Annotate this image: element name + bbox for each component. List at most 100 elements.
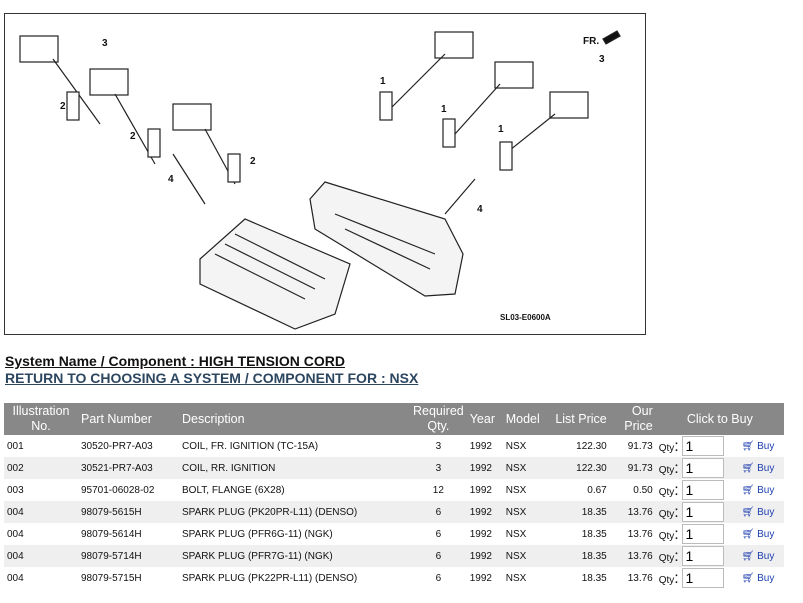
header-click-to-buy: Click to Buy — [655, 403, 784, 435]
table-row: 004 98079-5614H SPARK PLUG (PFR6G-11) (N… — [4, 523, 784, 545]
callout-3a: 3 — [102, 38, 108, 49]
model: NSX — [505, 528, 527, 540]
parts-diagram: 1 1 1 2 2 2 3 3 4 4 FR. SL03-E0600A — [4, 13, 646, 335]
qty-label: Qty: — [658, 438, 679, 455]
list-price: 18.35 — [548, 501, 610, 523]
description: BOLT, FLANGE (6X28) — [182, 484, 285, 496]
list-price: 122.30 — [576, 440, 607, 452]
buy-button[interactable]: 🛒︎ Buy — [741, 572, 775, 584]
buy-button[interactable]: 🛒︎ Buy — [738, 501, 784, 523]
callout-1a: 1 — [380, 76, 386, 87]
list-price: 18.35 — [581, 572, 607, 584]
our-price: 91.73 — [627, 440, 653, 452]
buy-button[interactable]: 🛒︎ Buy — [738, 457, 784, 479]
cart-icon: 🛒︎ — [741, 484, 755, 496]
part-number: 98079-5615H — [78, 501, 179, 523]
buy-button[interactable]: 🛒︎ Buy — [741, 528, 775, 540]
qty-label: Qty: — [658, 548, 679, 565]
qty-input[interactable] — [681, 480, 724, 500]
required-qty: 6 — [410, 545, 467, 567]
qty-label: Qty: — [658, 482, 679, 499]
callout-4a: 4 — [168, 174, 174, 185]
model: NSX — [502, 457, 549, 479]
callout-1b: 1 — [441, 104, 447, 115]
qty-label: Qty: — [658, 504, 679, 521]
illustration-no: 004 — [4, 501, 78, 523]
system-title: System Name / Component : HIGH TENSION C… — [5, 353, 345, 369]
parts-table: Illustration No. Part Number Description… — [4, 403, 784, 589]
part-number: 30521-PR7-A03 — [78, 457, 179, 479]
coils-right — [379, 31, 589, 215]
cart-icon: 🛒︎ — [741, 550, 755, 562]
buy-button[interactable]: 🛒︎ Buy — [738, 545, 784, 567]
year: 1992 — [469, 484, 492, 496]
header-part: Part Number — [78, 403, 179, 435]
part-number: 98079-5715H — [81, 572, 142, 584]
table-row: 003 95701-06028-02 BOLT, FLANGE (6X28) 1… — [4, 479, 784, 501]
description: COIL, FR. IGNITION (TC-15A) — [182, 440, 319, 452]
our-price: 13.76 — [627, 528, 653, 540]
callout-4b: 4 — [477, 204, 483, 215]
qty-input[interactable] — [681, 568, 724, 588]
year: 1992 — [466, 545, 503, 567]
list-price: 18.35 — [581, 528, 607, 540]
cart-icon: 🛒︎ — [741, 462, 755, 474]
header-qty: Required Qty. — [410, 403, 467, 435]
required-qty: 6 — [435, 528, 442, 540]
diagram-code: SL03-E0600A — [500, 313, 551, 322]
header-illustration: Illustration No. — [4, 403, 78, 435]
illustration-no: 002 — [4, 457, 78, 479]
cart-icon: 🛒︎ — [741, 572, 755, 584]
return-link[interactable]: RETURN TO CHOOSING A SYSTEM / COMPONENT … — [5, 370, 419, 386]
model: NSX — [502, 501, 549, 523]
model: NSX — [502, 545, 549, 567]
illustration-no: 004 — [7, 572, 24, 584]
our-price: 13.76 — [609, 545, 656, 567]
table-row: 004 98079-5615H SPARK PLUG (PK20PR-L11) … — [4, 501, 784, 523]
list-price: 122.30 — [548, 457, 610, 479]
engine-head-left — [199, 218, 351, 330]
header-description: Description — [179, 403, 410, 435]
qty-input[interactable] — [681, 546, 724, 566]
callout-2c: 2 — [250, 156, 256, 167]
qty-input[interactable] — [681, 524, 724, 544]
cart-icon: 🛒︎ — [741, 528, 755, 540]
callout-1c: 1 — [498, 124, 504, 135]
direction-arrow-icon — [602, 30, 621, 45]
qty-label: Qty: — [658, 570, 679, 587]
buy-button[interactable]: 🛒︎ Buy — [741, 440, 775, 452]
qty-input[interactable] — [681, 502, 724, 522]
description: COIL, RR. IGNITION — [179, 457, 410, 479]
buy-button[interactable]: 🛒︎ Buy — [741, 484, 775, 496]
callout-3b: 3 — [599, 54, 605, 65]
required-qty: 6 — [410, 501, 467, 523]
table-header: Illustration No. Part Number Description… — [4, 403, 784, 435]
our-price: 13.76 — [627, 572, 653, 584]
qty-label: Qty: — [658, 460, 679, 477]
coils-left — [19, 35, 241, 205]
list-price: 18.35 — [548, 545, 610, 567]
direction-label: FR. — [583, 36, 599, 47]
description: SPARK PLUG (PFR6G-11) (NGK) — [182, 528, 333, 540]
required-qty: 3 — [410, 457, 467, 479]
qty-label: Qty: — [658, 526, 679, 543]
illustration-no: 003 — [7, 484, 24, 496]
callout-2b: 2 — [130, 131, 136, 142]
illustration-no: 001 — [7, 440, 24, 452]
part-number: 98079-5614H — [81, 528, 142, 540]
qty-input[interactable] — [681, 436, 724, 456]
engine-head-right — [309, 181, 464, 297]
table-row: 002 30521-PR7-A03 COIL, RR. IGNITION 3 1… — [4, 457, 784, 479]
description: SPARK PLUG (PK22PR-L11) (DENSO) — [182, 572, 358, 584]
year: 1992 — [466, 457, 503, 479]
required-qty: 12 — [432, 484, 444, 496]
qty-input[interactable] — [681, 458, 724, 478]
cart-icon: 🛒︎ — [741, 506, 755, 518]
header-model: Model — [502, 403, 549, 435]
cart-icon: 🛒︎ — [741, 440, 755, 452]
description: SPARK PLUG (PFR7G-11) (NGK) — [179, 545, 410, 567]
model: NSX — [505, 440, 527, 452]
list-price: 0.67 — [587, 484, 607, 496]
table-row: 004 98079-5715H SPARK PLUG (PK22PR-L11) … — [4, 567, 784, 589]
year: 1992 — [469, 528, 492, 540]
